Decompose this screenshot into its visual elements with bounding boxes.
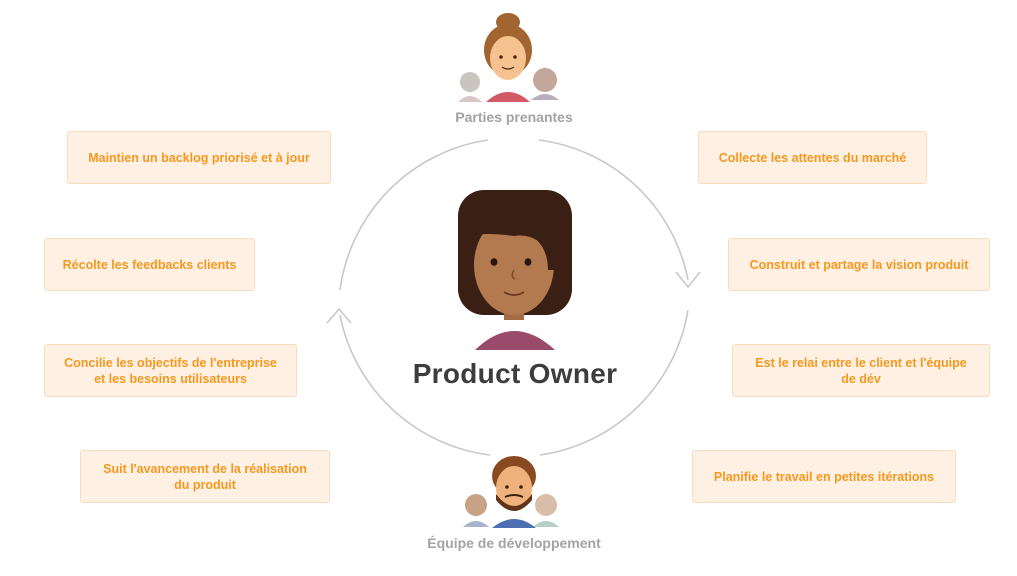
cycle-arc-left-lower bbox=[339, 314, 491, 456]
task-box-objectives: Concilie les objectifs de l'entreprise e… bbox=[44, 344, 297, 397]
product-owner-title: Product Owner bbox=[412, 358, 618, 389]
task-box-progress: Suit l'avancement de la réalisation du p… bbox=[80, 450, 330, 503]
task-box-planning: Planifie le travail en petites itération… bbox=[692, 450, 956, 503]
task-box-relay: Est le relai entre le client et l'équipe… bbox=[732, 344, 990, 397]
cycle-arc-right-lower bbox=[539, 309, 689, 456]
task-box-vision: Construit et partage la vision produit bbox=[728, 238, 990, 291]
task-box-market: Collecte les attentes du marché bbox=[698, 131, 927, 184]
stakeholders-group-icon bbox=[458, 13, 559, 102]
arrow-head-right bbox=[675, 271, 701, 289]
dev-team-group-icon bbox=[463, 456, 559, 528]
stakeholders-label: Parties prenantes bbox=[455, 109, 573, 125]
cycle-arc-left bbox=[339, 139, 489, 291]
dev-team-label: Équipe de développement bbox=[427, 535, 601, 551]
arrow-head-left bbox=[326, 307, 352, 324]
cycle-arc-right bbox=[538, 139, 689, 281]
product-owner-avatar bbox=[458, 190, 572, 350]
task-box-feedback: Récolte les feedbacks clients bbox=[44, 238, 255, 291]
task-box-backlog: Maintien un backlog priorisé et à jour bbox=[67, 131, 331, 184]
